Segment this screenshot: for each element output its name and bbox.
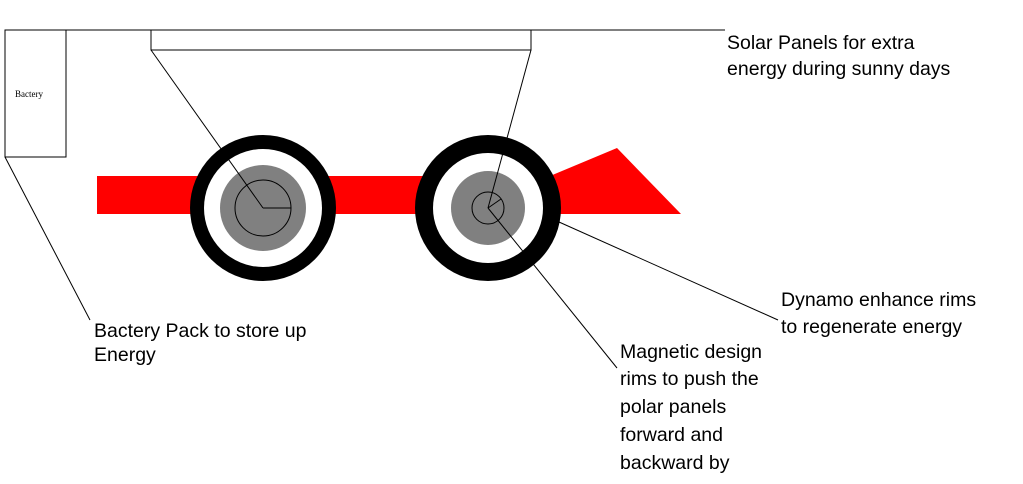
magnetic-rims-label-line5: backward by bbox=[620, 452, 730, 474]
solar-panels-label-line2: energy during sunny days bbox=[727, 58, 951, 80]
dynamo-rims-label-line1: Dynamo enhance rims bbox=[781, 289, 977, 311]
solar-panels-label-line1: Solar Panels for extra bbox=[727, 32, 915, 54]
leader-lines bbox=[4, 49, 779, 369]
solar-panel bbox=[150, 29, 532, 51]
magnetic-rims-label-line1: Magnetic design bbox=[620, 341, 763, 363]
battery-box-label: Bactery bbox=[15, 89, 43, 99]
battery-pack-label-line2: Energy bbox=[94, 344, 156, 366]
magnetic-rims-label-line3: polar panels bbox=[620, 396, 727, 418]
battery-pack-label-line1: Bactery Pack to store up bbox=[94, 320, 307, 342]
vehicle-nose bbox=[550, 148, 681, 214]
dynamo-rims-label-line2: to regenerate energy bbox=[781, 316, 963, 338]
magnetic-rims-label-line2: rims to push the bbox=[620, 368, 759, 390]
magnetic-rims-label-line4: forward and bbox=[620, 424, 723, 446]
battery-box bbox=[4, 29, 67, 158]
